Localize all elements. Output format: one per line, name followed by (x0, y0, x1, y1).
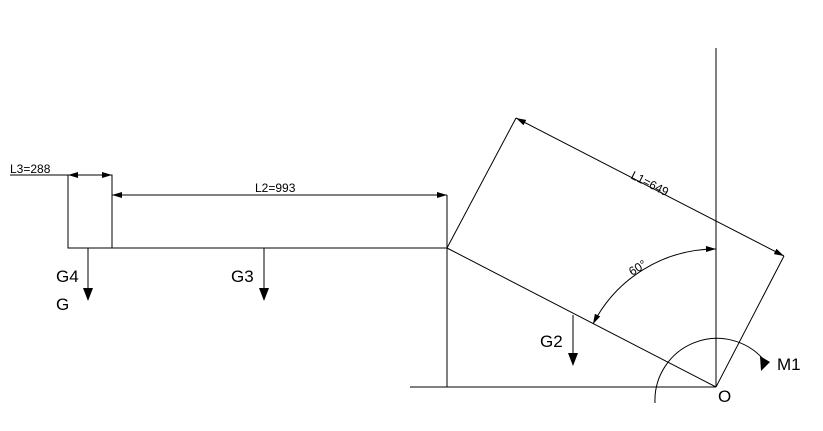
label-m1: M1 (777, 355, 801, 374)
angle-arc-60 (592, 245, 717, 325)
moment-arrow-m1-head (760, 356, 770, 371)
force-arrow-g3-head (259, 288, 269, 301)
extension-l1-bottom (715, 255, 785, 388)
label-g3: G3 (231, 267, 254, 286)
label-origin: O (718, 387, 731, 406)
label-g2: G2 (540, 332, 563, 351)
moment-arc-m1 (654, 337, 765, 404)
dimension-label-l1: L1=649 (629, 168, 672, 199)
dimension-line-l1 (515, 117, 785, 257)
angle-label-60: 60° (626, 257, 649, 279)
label-g: G (56, 295, 69, 314)
dimension-label-l3: L3=288 (10, 162, 51, 176)
extension-l1-top (446, 117, 517, 249)
arm-l1 (446, 247, 717, 388)
label-g4: G4 (56, 267, 79, 286)
dimension-label-l2: L2=993 (255, 181, 296, 195)
block-l3 (67, 174, 113, 249)
force-arrow-g4-head (83, 288, 93, 301)
force-arrow-g2-head (568, 353, 578, 366)
